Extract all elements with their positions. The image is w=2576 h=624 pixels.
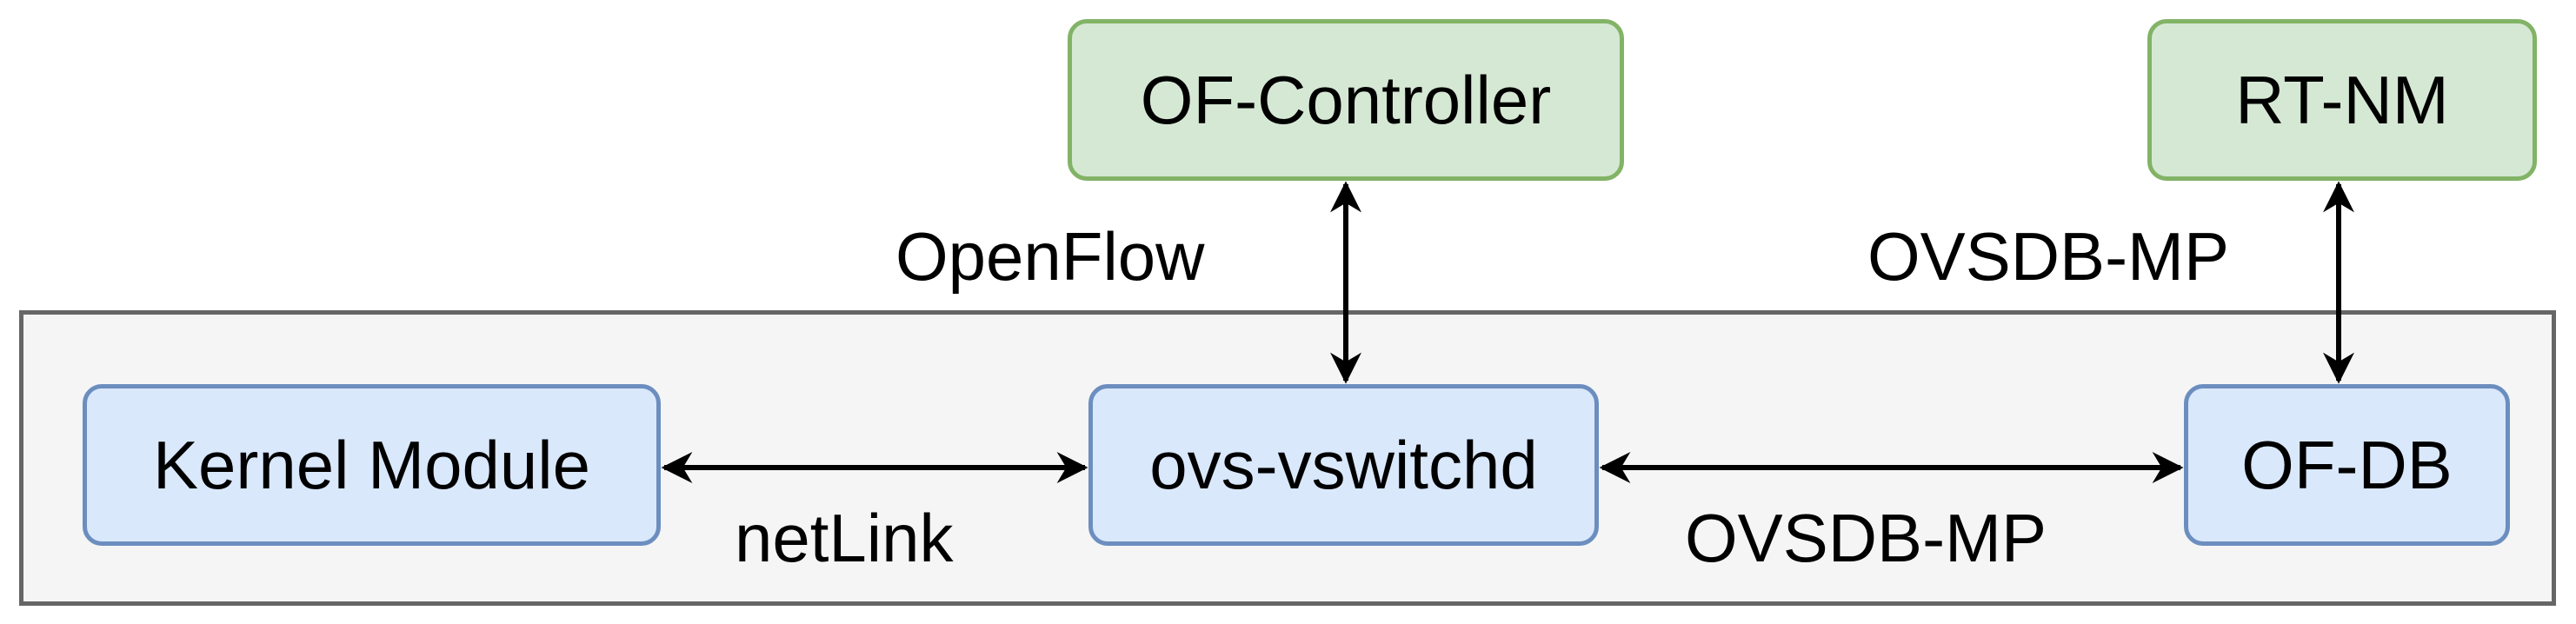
netlink-label: netLink <box>735 500 954 576</box>
of-controller-node: OF-Controller <box>1068 19 1624 181</box>
kernel-module-label: Kernel Module <box>153 426 590 503</box>
openflow-label: OpenFlow <box>895 218 1205 295</box>
of-db-node: OF-DB <box>2184 384 2510 546</box>
of-controller-label: OF-Controller <box>1140 61 1552 138</box>
ovs-vswitchd-label: ovs-vswitchd <box>1149 426 1538 503</box>
kernel-module-node: Kernel Module <box>83 384 661 546</box>
ovsdb-mp-top-label: OVSDB-MP <box>1867 218 2230 295</box>
of-db-label: OF-DB <box>2241 426 2453 503</box>
rt-nm-label: RT-NM <box>2235 61 2449 138</box>
ovs-vswitchd-node: ovs-vswitchd <box>1088 384 1599 546</box>
ovsdb-mp-bottom-label: OVSDB-MP <box>1685 500 2047 576</box>
rt-nm-node: RT-NM <box>2147 19 2537 181</box>
